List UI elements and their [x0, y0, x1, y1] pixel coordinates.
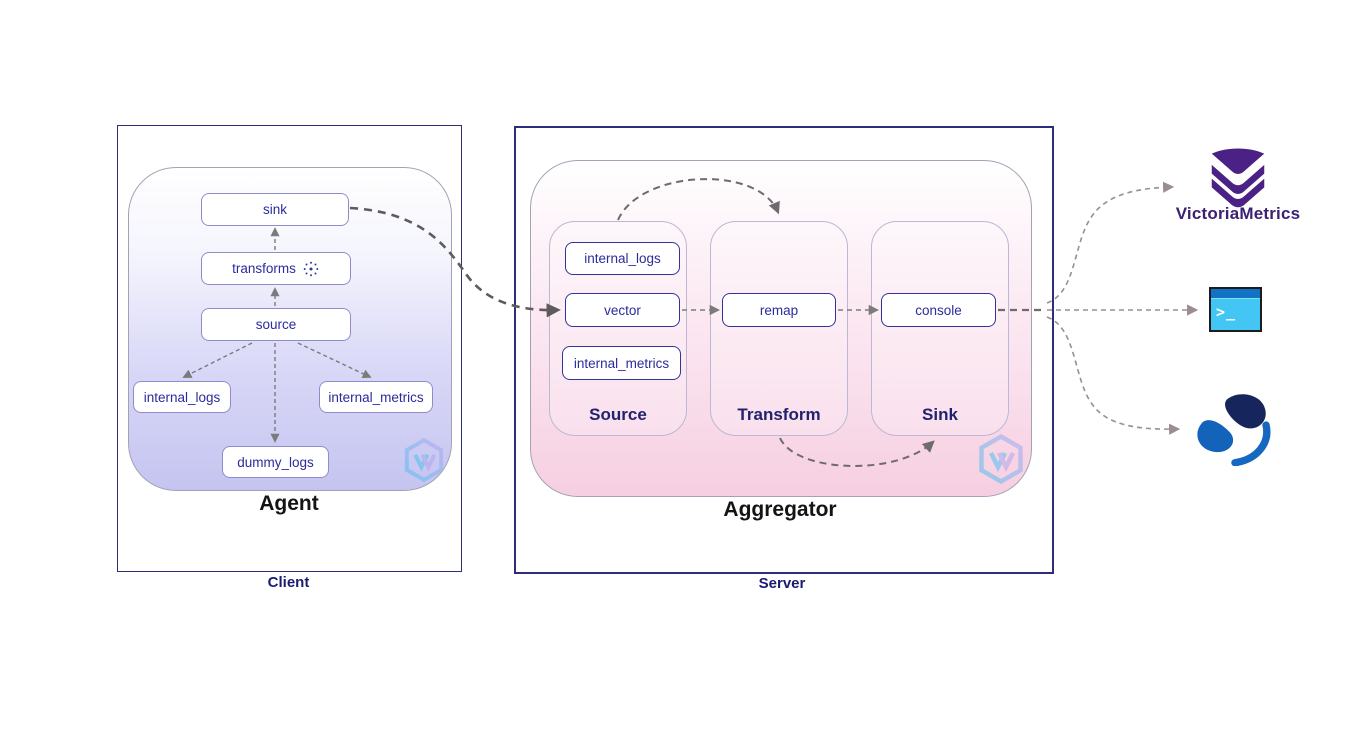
group-transform-label: Transform	[737, 405, 821, 424]
node-agent-source: source	[201, 308, 351, 341]
arrow-to-sematext	[1046, 316, 1181, 435]
node-agent-transforms: transforms	[201, 252, 351, 285]
node-agent-internal-metrics: internal_metrics	[319, 381, 433, 413]
agent-title: Agent	[259, 492, 319, 515]
node-agg-console: console	[881, 293, 996, 327]
server-label: Server	[758, 575, 806, 592]
node-agent-internal-logs-label: internal_logs	[143, 389, 221, 405]
client-label: Client	[267, 574, 310, 591]
node-agent-source-label: source	[255, 317, 297, 332]
node-agent-internal-logs: internal_logs	[133, 381, 231, 413]
node-agg-console-label: console	[915, 302, 962, 318]
node-agg-vector: vector	[565, 293, 680, 327]
node-agg-internal-logs: internal_logs	[565, 242, 680, 275]
aggregator-title: Aggregator	[723, 498, 837, 521]
terminal-icon: >_	[1209, 287, 1262, 332]
node-agg-internal-metrics-label: internal_metrics	[573, 355, 670, 371]
node-agg-vector-label: vector	[604, 302, 641, 318]
group-sink-label: Sink	[922, 405, 958, 424]
node-agg-remap-label: remap	[759, 302, 799, 318]
victoriametrics-label: VictoriaMetrics	[1175, 204, 1301, 223]
group-transform: Transform	[710, 221, 848, 436]
node-agg-remap: remap	[722, 293, 836, 327]
terminal-prompt: >_	[1216, 303, 1237, 321]
node-agent-dummy-logs-label: dummy_logs	[237, 454, 314, 470]
client-frame	[117, 125, 462, 572]
node-agg-internal-metrics: internal_metrics	[562, 346, 681, 380]
node-agent-sink-label: sink	[262, 202, 287, 217]
node-agent-sink: sink	[201, 193, 349, 226]
victoriametrics-logo-icon	[1211, 148, 1265, 208]
sparkle-dots-icon	[302, 260, 320, 278]
node-agent-dummy-logs: dummy_logs	[222, 446, 329, 478]
terminal-titlebar	[1211, 289, 1260, 299]
group-sink: Sink	[871, 221, 1009, 436]
sematext-logo-icon	[1197, 394, 1271, 466]
group-source-label: Source	[589, 405, 647, 424]
node-agent-internal-metrics-label: internal_metrics	[328, 389, 424, 405]
arrow-to-victoriametrics	[1046, 181, 1175, 304]
node-agent-transforms-label: transforms	[232, 261, 296, 276]
node-agg-internal-logs-label: internal_logs	[584, 251, 661, 266]
